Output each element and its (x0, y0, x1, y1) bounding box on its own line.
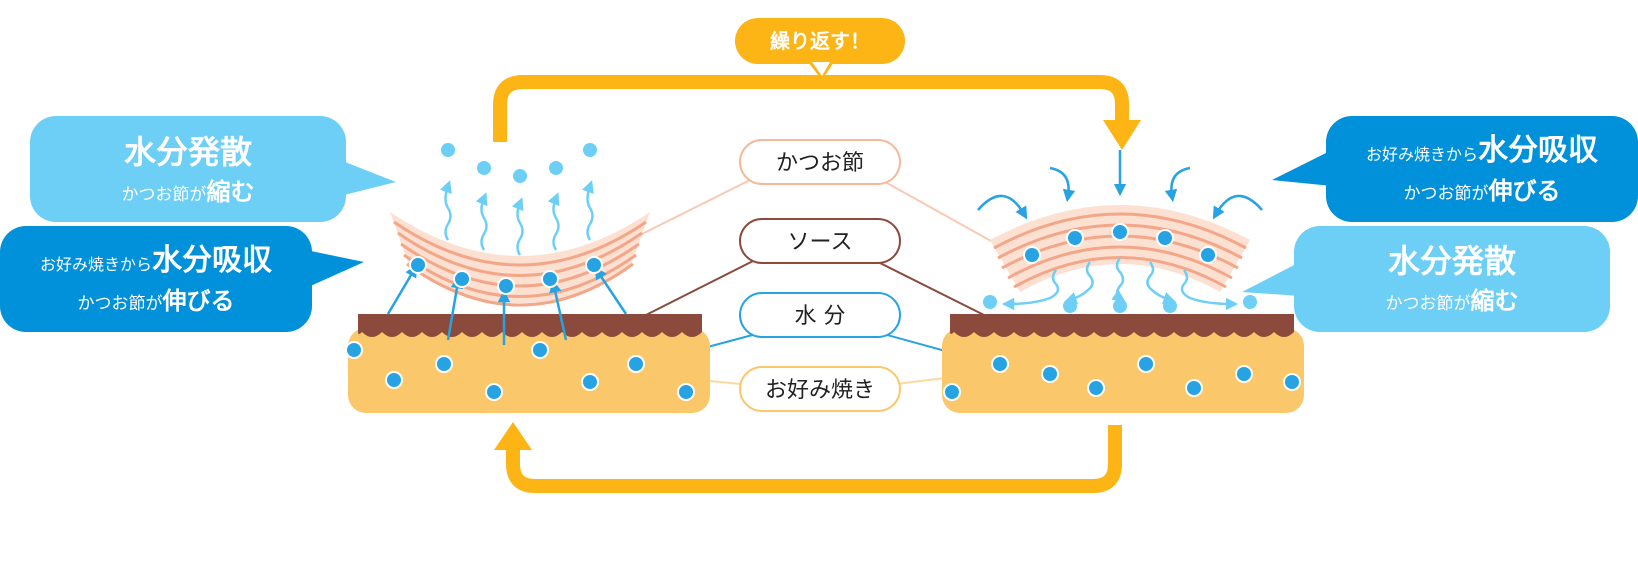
water-drop-icon (435, 355, 453, 373)
label-katsuobushi: かつお節 (739, 139, 901, 185)
right-sauce (950, 314, 1294, 337)
water-drop-icon (1087, 379, 1105, 397)
water-drop-icon (1023, 246, 1041, 264)
left-okonomiyaki (348, 328, 710, 413)
water-drop-icon (1137, 355, 1155, 373)
right-flake-water (1023, 223, 1217, 264)
left-evaporate-title: 水分発散 (124, 133, 252, 171)
water-drop-icon (583, 143, 597, 157)
water-drop-icon (541, 270, 559, 288)
right-scene (942, 150, 1304, 413)
left-okonomiyaki-water (345, 341, 695, 401)
right-bubble-evaporate: 水分発散 かつお節が縮む (1242, 226, 1610, 332)
right-evaporate-title: 水分発散 (1388, 242, 1516, 280)
water-drop-icon (1041, 365, 1059, 383)
left-evaporation-arrows (440, 180, 594, 256)
curved-arrow-icon (1164, 166, 1191, 203)
wavy-arrow-icon (1146, 261, 1176, 304)
water-drop-icon (453, 270, 471, 288)
water-drop-icon (1113, 299, 1127, 313)
water-drop-icon (549, 161, 563, 175)
right-absorb-line2: かつお節が伸びる (1404, 177, 1561, 205)
wavy-arrow-icon (1001, 269, 1060, 311)
left-scene (345, 143, 710, 413)
left-absorb-line2: かつお節が伸びる (78, 287, 235, 315)
water-drop-icon (385, 371, 403, 389)
left-bubble-absorb: お好み焼きから水分吸収 かつお節が伸びる (0, 226, 364, 332)
water-drop-icon (1283, 373, 1301, 391)
water-drop-icon (1199, 246, 1217, 264)
water-drop-icon (627, 355, 645, 373)
left-absorb-line1: お好み焼きから水分吸収 (40, 243, 273, 278)
water-drop-icon (531, 341, 549, 359)
water-drop-icon (585, 256, 603, 274)
left-vapor-dots (441, 143, 597, 183)
wavy-arrow-icon (1180, 269, 1239, 311)
loop-label-text: 繰り返す！ (770, 29, 870, 53)
water-drop-icon (943, 383, 961, 401)
water-drop-icon (513, 169, 527, 183)
wavy-arrow-icon (511, 197, 524, 256)
right-outgoing-arrows (1001, 257, 1239, 311)
water-drop-icon (983, 295, 997, 309)
water-drop-icon (1163, 299, 1177, 313)
right-okonomiyaki-water (943, 355, 1301, 401)
water-drop-icon (581, 373, 599, 391)
curved-arrow-icon (1212, 194, 1263, 220)
left-bubble-evaporate: 水分発散 かつお節が縮む (30, 116, 396, 222)
loop-label: 繰り返す！ (735, 18, 905, 80)
left-flake-water (409, 256, 603, 295)
label-water: 水 分 (739, 292, 901, 338)
right-vapor-dots (983, 295, 1257, 313)
wavy-arrow-icon (475, 192, 488, 251)
water-drop-icon (1066, 229, 1084, 247)
water-drop-icon (1063, 299, 1077, 313)
wavy-arrow-icon (1064, 261, 1094, 304)
water-drop-icon (441, 143, 455, 157)
water-drop-icon (497, 277, 515, 295)
water-drop-icon (345, 341, 363, 359)
left-absorption-arrows (386, 264, 628, 345)
label-sauce: ソース (739, 218, 901, 264)
label-okonomiyaki: お好み焼き (739, 366, 901, 412)
water-drop-icon (1111, 223, 1129, 241)
label-sauce-text: ソース (788, 230, 853, 255)
wavy-arrow-icon (1111, 257, 1126, 302)
curved-arrow-icon (977, 194, 1028, 220)
wavy-arrow-icon (440, 180, 452, 241)
right-incoming-arrows (977, 150, 1263, 220)
water-drop-icon (477, 161, 491, 175)
right-okonomiyaki (942, 328, 1304, 413)
left-evaporate-sub: かつお節が縮む (122, 178, 255, 206)
right-absorb-line1: お好み焼きから水分吸収 (1366, 133, 1599, 168)
water-drop-icon (1243, 295, 1257, 309)
label-water-text: 水 分 (795, 304, 846, 329)
loop-arrow-icon (493, 75, 1141, 493)
right-evaporate-sub: かつお節が縮む (1386, 287, 1519, 315)
label-katsuobushi-text: かつお節 (776, 151, 864, 176)
water-drop-icon (1185, 379, 1203, 397)
water-drop-icon (485, 383, 503, 401)
water-drop-icon (409, 256, 427, 274)
left-sauce (358, 314, 702, 337)
right-bubble-absorb: お好み焼きから水分吸収 かつお節が伸びる (1272, 116, 1638, 222)
wavy-arrow-icon (582, 180, 594, 241)
water-drop-icon (677, 383, 695, 401)
wavy-arrow-icon (547, 192, 560, 251)
water-drop-icon (991, 355, 1009, 373)
water-drop-icon (1235, 365, 1253, 383)
water-drop-icon (1156, 229, 1174, 247)
label-okonomiyaki-text: お好み焼き (765, 378, 875, 403)
curved-arrow-icon (1049, 166, 1076, 203)
